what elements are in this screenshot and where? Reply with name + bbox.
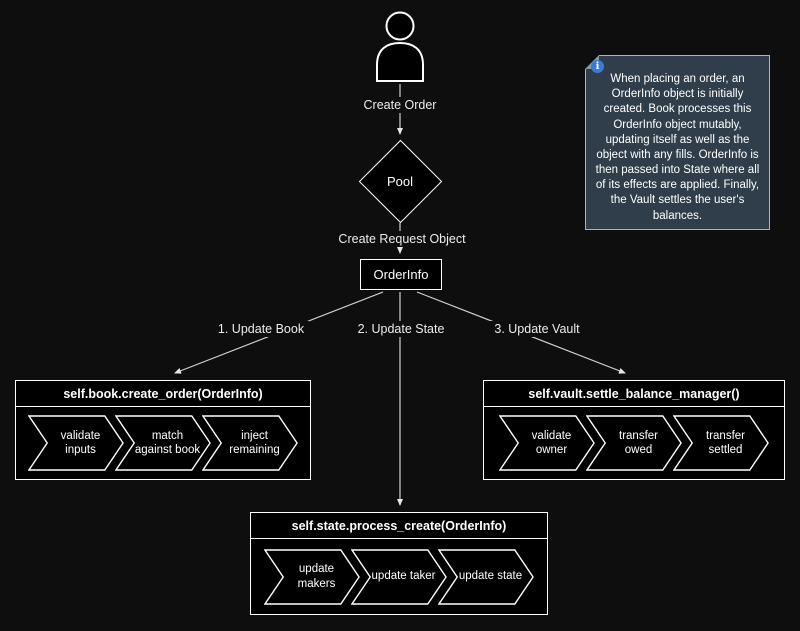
step-label: transfer settled xyxy=(706,429,745,456)
step-update-makers: update makers xyxy=(264,549,360,605)
note-box: ℹ When placing an order, an OrderInfo ob… xyxy=(585,55,770,230)
book-group-steps: validate inputs match against book injec… xyxy=(16,407,310,479)
step-label: update taker xyxy=(371,570,436,583)
step-label: validate owner xyxy=(531,429,572,456)
step-update-state: update state xyxy=(438,549,534,605)
step-validate-owner: validate owner xyxy=(499,415,595,471)
step-transfer-settled: transfer settled xyxy=(673,415,769,471)
book-group: self.book.create_order(OrderInfo) valida… xyxy=(15,380,311,480)
book-group-title: self.book.create_order(OrderInfo) xyxy=(16,381,310,407)
vault-group: self.vault.settle_balance_manager() vali… xyxy=(483,380,785,480)
step-label: inject remaining xyxy=(229,429,280,456)
edge-label-update-book: 1. Update Book xyxy=(212,321,310,337)
orderinfo-label: OrderInfo xyxy=(373,267,429,282)
step-validate-inputs: validate inputs xyxy=(28,415,124,471)
user-actor-icon xyxy=(372,10,428,82)
edge-label-create-order: Create Order xyxy=(358,97,442,113)
edge-label-create-request: Create Request Object xyxy=(333,231,471,247)
vault-group-title: self.vault.settle_balance_manager() xyxy=(484,381,784,407)
orderinfo-node: OrderInfo xyxy=(360,259,442,290)
edge-label-update-vault: 3. Update Vault xyxy=(489,321,585,337)
step-label: validate inputs xyxy=(60,429,101,456)
edge-label-update-state: 2. Update State xyxy=(352,321,450,337)
step-label: match against book xyxy=(134,429,201,456)
note-text: When placing an order, an OrderInfo obje… xyxy=(595,73,760,222)
step-inject-remaining: inject remaining xyxy=(202,415,298,471)
state-group: self.state.process_create(OrderInfo) upd… xyxy=(250,512,548,615)
vault-group-steps: validate owner transfer owed transfer se… xyxy=(484,407,784,479)
state-group-steps: update makers update taker update state xyxy=(251,539,547,614)
step-label: update state xyxy=(458,570,523,583)
state-group-title: self.state.process_create(OrderInfo) xyxy=(251,513,547,539)
step-label: transfer owed xyxy=(619,429,658,456)
pool-decision-node: Pool xyxy=(358,139,443,224)
step-transfer-owed: transfer owed xyxy=(586,415,682,471)
pool-label: Pool xyxy=(386,173,414,189)
step-match-against-book: match against book xyxy=(115,415,211,471)
step-label: update makers xyxy=(297,563,336,590)
info-icon: ℹ xyxy=(591,60,604,73)
step-update-taker: update taker xyxy=(351,549,447,605)
